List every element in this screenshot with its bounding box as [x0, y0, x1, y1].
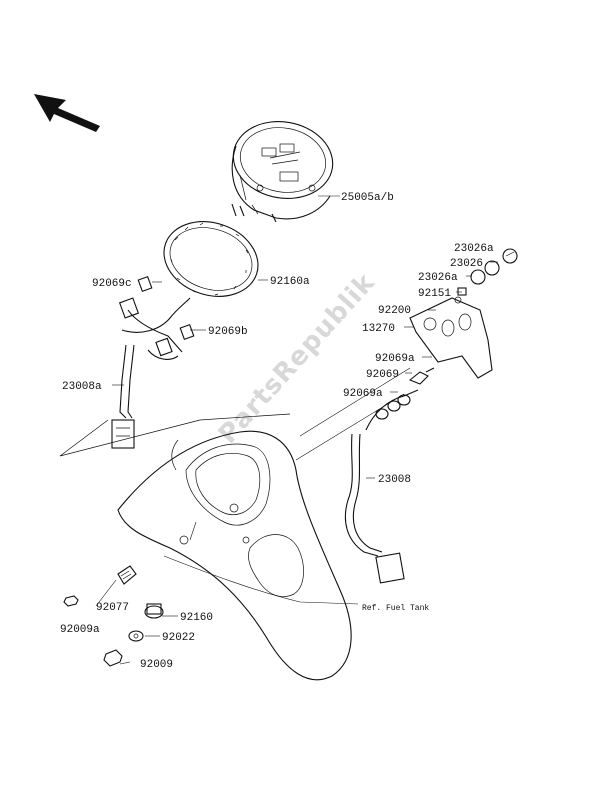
label-92009: 92009	[140, 659, 173, 671]
leader-lines	[95, 195, 515, 665]
label-92077: 92077	[96, 602, 129, 614]
label-23008: 23008	[378, 474, 411, 486]
label-13270: 13270	[362, 323, 395, 335]
meter-cover	[117, 430, 352, 681]
label-23026a-top: 23026a	[454, 243, 494, 255]
label-92069b: 92069b	[208, 326, 248, 338]
label-23008a: 23008a	[62, 381, 102, 393]
indicator-wire-harness	[344, 433, 405, 584]
label-23026: 23026	[450, 258, 483, 270]
label-92151: 92151	[418, 288, 451, 300]
indicator-bracket	[365, 248, 518, 431]
label-92200: 92200	[378, 305, 411, 317]
gasket-ring	[163, 221, 259, 297]
label-92009a: 92009a	[60, 624, 100, 636]
fasteners	[63, 565, 164, 667]
label-92022: 92022	[162, 632, 195, 644]
label-25005ab: 25005a/b	[341, 192, 394, 204]
label-92069c: 92069c	[92, 278, 132, 290]
label-92160: 92160	[180, 612, 213, 624]
label-23026a-mid: 23026a	[418, 272, 458, 284]
label-92069a-upper: 92069a	[375, 353, 415, 365]
label-92069a-lower: 92069a	[343, 388, 383, 400]
watermark-text: PartsRepublik	[213, 267, 381, 449]
reference-label: Ref. Fuel Tank	[362, 604, 429, 613]
meter-wire-harness	[59, 275, 291, 457]
label-92069: 92069	[366, 369, 399, 381]
meter-assembly	[231, 121, 334, 223]
label-92160a: 92160a	[270, 276, 310, 288]
front-direction-arrow-icon	[34, 94, 100, 132]
